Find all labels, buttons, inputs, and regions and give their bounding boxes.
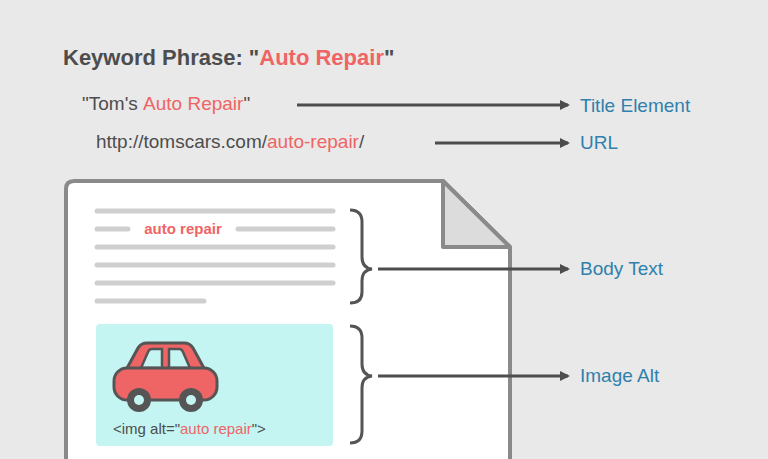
document-sheet <box>66 181 510 459</box>
image-box: <img alt="auto repair"> <box>96 324 333 446</box>
text-piece: Auto Repair <box>143 91 243 117</box>
keyword-heading: Keyword Phrase: "Auto Repair" <box>63 45 394 71</box>
text-piece: http://tomscars.com/ <box>96 129 267 155</box>
leader-arrow <box>435 142 568 145</box>
page-fold <box>443 181 510 247</box>
element-label: Title Element <box>580 94 690 118</box>
code-piece: auto repair <box>180 420 252 438</box>
element-label: Body Text <box>580 257 663 281</box>
element-label: Image Alt <box>580 364 659 388</box>
text-piece: " <box>243 91 250 117</box>
text-piece: Keyword Phrase: " <box>63 45 259 71</box>
text-piece: / <box>359 129 364 155</box>
brace <box>350 326 372 443</box>
document-page: <img alt="auto repair">auto repair <box>66 181 510 459</box>
url-example: http://tomscars.com/auto-repair/ <box>96 129 364 155</box>
title-example: "Tom's Auto Repair" <box>82 91 250 117</box>
alt-code: <img alt="auto repair"> <box>113 420 266 438</box>
leader-arrow <box>297 104 568 107</box>
keyword-text: auto repair <box>140 220 226 238</box>
text-piece: Auto Repair <box>259 45 384 71</box>
code-piece: <img alt=" <box>113 420 180 438</box>
text-lines <box>97 211 333 301</box>
text-piece: auto-repair <box>267 129 359 155</box>
text-piece: "Tom's <box>82 91 143 117</box>
text-piece: " <box>384 45 394 71</box>
brace <box>350 210 372 303</box>
code-piece: "> <box>252 420 266 438</box>
leader-arrow <box>378 268 568 271</box>
leader-arrow <box>378 375 568 378</box>
element-label: URL <box>580 131 618 155</box>
